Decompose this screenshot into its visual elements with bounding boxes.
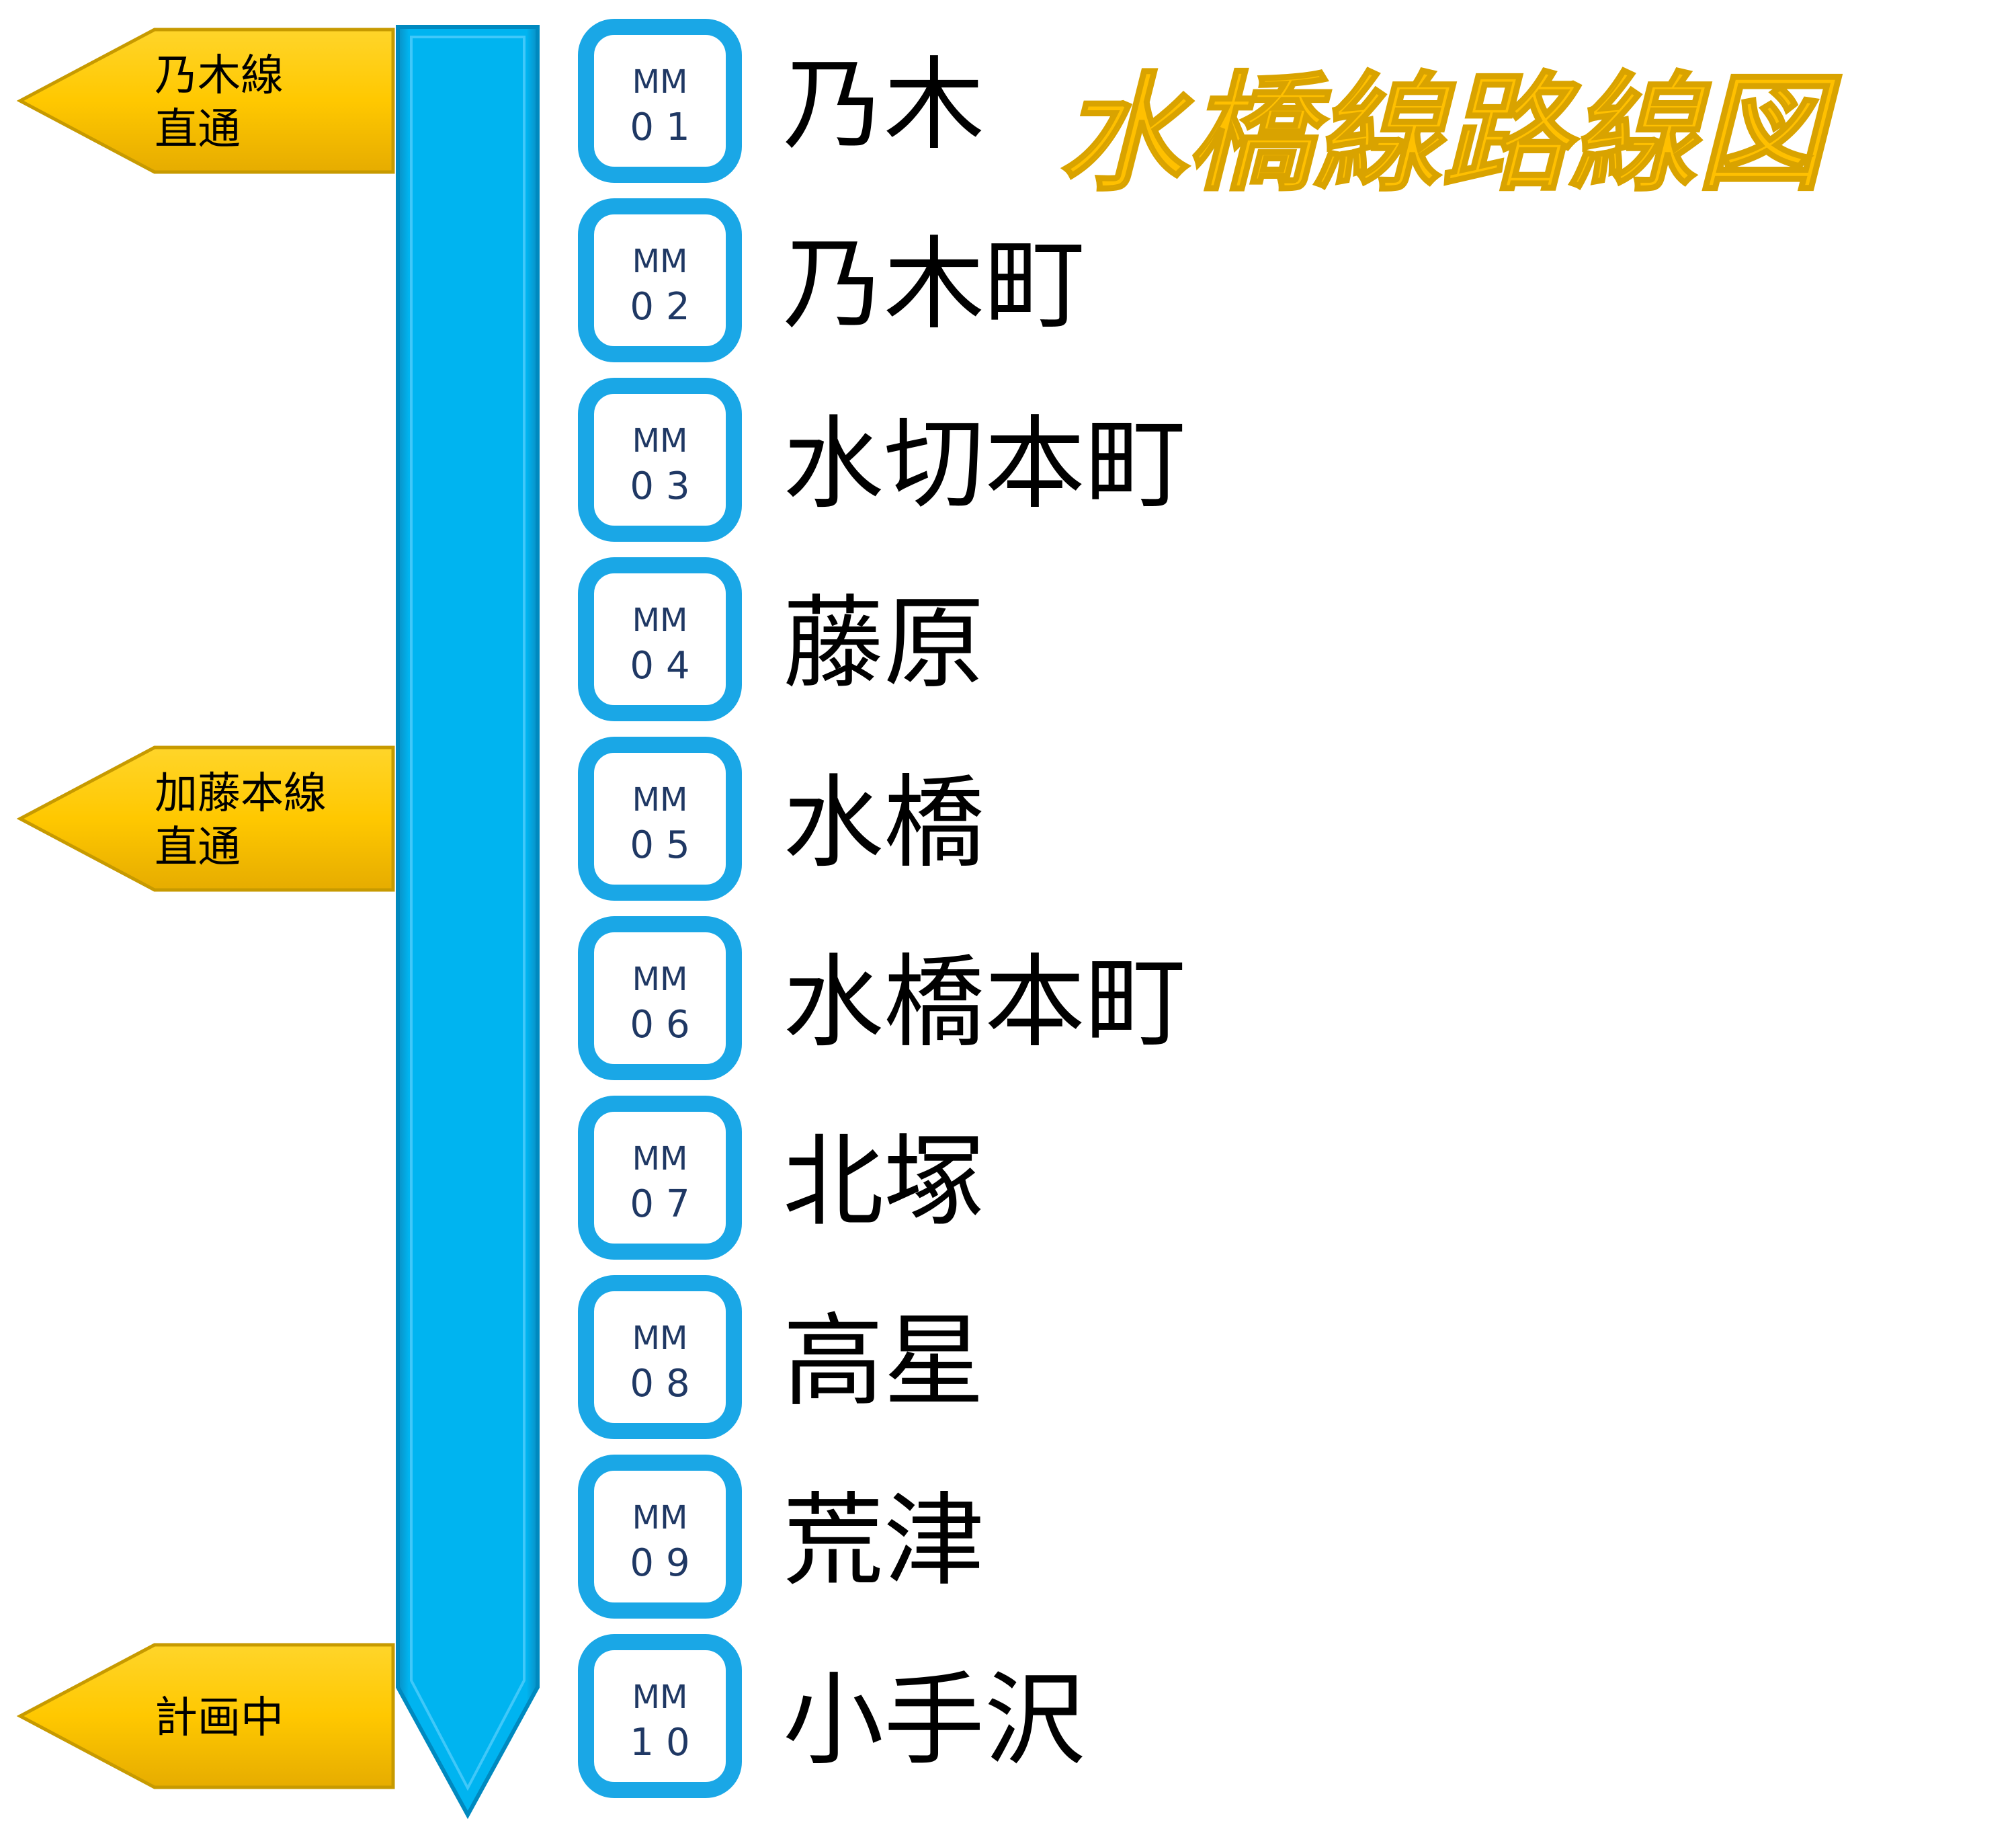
station-name: 水切本町 bbox=[783, 406, 1186, 523]
station-number-badge bbox=[578, 916, 742, 1080]
station-number-badge bbox=[578, 19, 742, 183]
station-code-prefix: MM bbox=[632, 602, 688, 639]
station-09: MM 09 荒津 bbox=[578, 1455, 984, 1619]
station-code-prefix: MM bbox=[632, 1319, 688, 1357]
station-code-prefix: MM bbox=[632, 1140, 688, 1178]
branch-3: 計画中 bbox=[16, 1643, 395, 1789]
main-line bbox=[396, 25, 540, 1820]
station-code-prefix: MM bbox=[632, 1678, 688, 1716]
station-number-badge bbox=[578, 737, 742, 901]
station-number-badge bbox=[578, 1455, 742, 1619]
station-08: MM 08 高星 bbox=[578, 1275, 984, 1439]
branch-label: 加藤本線 bbox=[155, 769, 327, 819]
branch-label: 直通 bbox=[155, 105, 241, 155]
station-code-number: 10 bbox=[630, 1721, 702, 1764]
station-07: MM 07 北塚 bbox=[578, 1096, 984, 1260]
station-05: MM 05 水橋 bbox=[578, 737, 984, 901]
station-name: 水橋 bbox=[783, 765, 984, 882]
station-04: MM 04 藤原 bbox=[578, 557, 984, 721]
station-code-prefix: MM bbox=[632, 1499, 688, 1537]
station-list: MM 01 乃木 MM 02 乃木町 MM 03 水切本町 MM 04 藤原 MM 05 水橋 MM 06 水橋本… bbox=[578, 19, 1186, 1798]
page-title: 水橋線路線図 bbox=[1058, 60, 1842, 208]
station-name: 藤原 bbox=[783, 585, 984, 702]
station-number-badge bbox=[578, 198, 742, 362]
station-code-number: 05 bbox=[630, 823, 702, 867]
arrow-left-icon bbox=[16, 28, 395, 174]
station-name: 水橋本町 bbox=[783, 944, 1186, 1061]
station-02: MM 02 乃木町 bbox=[578, 198, 1085, 362]
station-code-number: 06 bbox=[630, 1003, 702, 1047]
station-code-prefix: MM bbox=[632, 63, 688, 101]
station-name: 小手沢 bbox=[783, 1662, 1085, 1779]
line-highlight bbox=[410, 36, 526, 1791]
station-01: MM 01 乃木 bbox=[578, 19, 984, 183]
station-name: 乃木町 bbox=[783, 227, 1085, 343]
station-code-number: 02 bbox=[630, 285, 702, 329]
station-number-badge bbox=[578, 557, 742, 721]
station-number-badge bbox=[578, 378, 742, 542]
station-number-badge bbox=[578, 1096, 742, 1260]
branch-label: 直通 bbox=[155, 823, 241, 872]
station-code-prefix: MM bbox=[632, 961, 688, 998]
station-number-badge bbox=[578, 1634, 742, 1798]
station-code-number: 07 bbox=[630, 1182, 702, 1226]
arrow-left-icon bbox=[16, 745, 395, 892]
branch-label: 計画中 bbox=[155, 1693, 284, 1743]
station-06: MM 06 水橋本町 bbox=[578, 916, 1186, 1080]
station-code-number: 04 bbox=[630, 644, 702, 688]
station-10: MM 10 小手沢 bbox=[578, 1634, 1085, 1798]
arrow-left-icon bbox=[16, 1643, 395, 1789]
station-name: 高星 bbox=[783, 1303, 984, 1420]
station-code-number: 03 bbox=[630, 464, 702, 508]
station-code-prefix: MM bbox=[632, 422, 688, 460]
station-03: MM 03 水切本町 bbox=[578, 378, 1186, 542]
station-code-number: 09 bbox=[630, 1541, 702, 1585]
branch-label: 乃木線 bbox=[155, 51, 284, 101]
station-code-number: 08 bbox=[630, 1362, 702, 1406]
station-code-prefix: MM bbox=[632, 243, 688, 280]
station-name: 乃木 bbox=[783, 47, 984, 164]
station-code-number: 01 bbox=[630, 106, 702, 149]
station-name: 北塚 bbox=[783, 1124, 984, 1241]
station-code-prefix: MM bbox=[632, 781, 688, 819]
station-number-badge bbox=[578, 1275, 742, 1439]
line-body bbox=[396, 25, 540, 1820]
station-name: 荒津 bbox=[783, 1483, 984, 1600]
